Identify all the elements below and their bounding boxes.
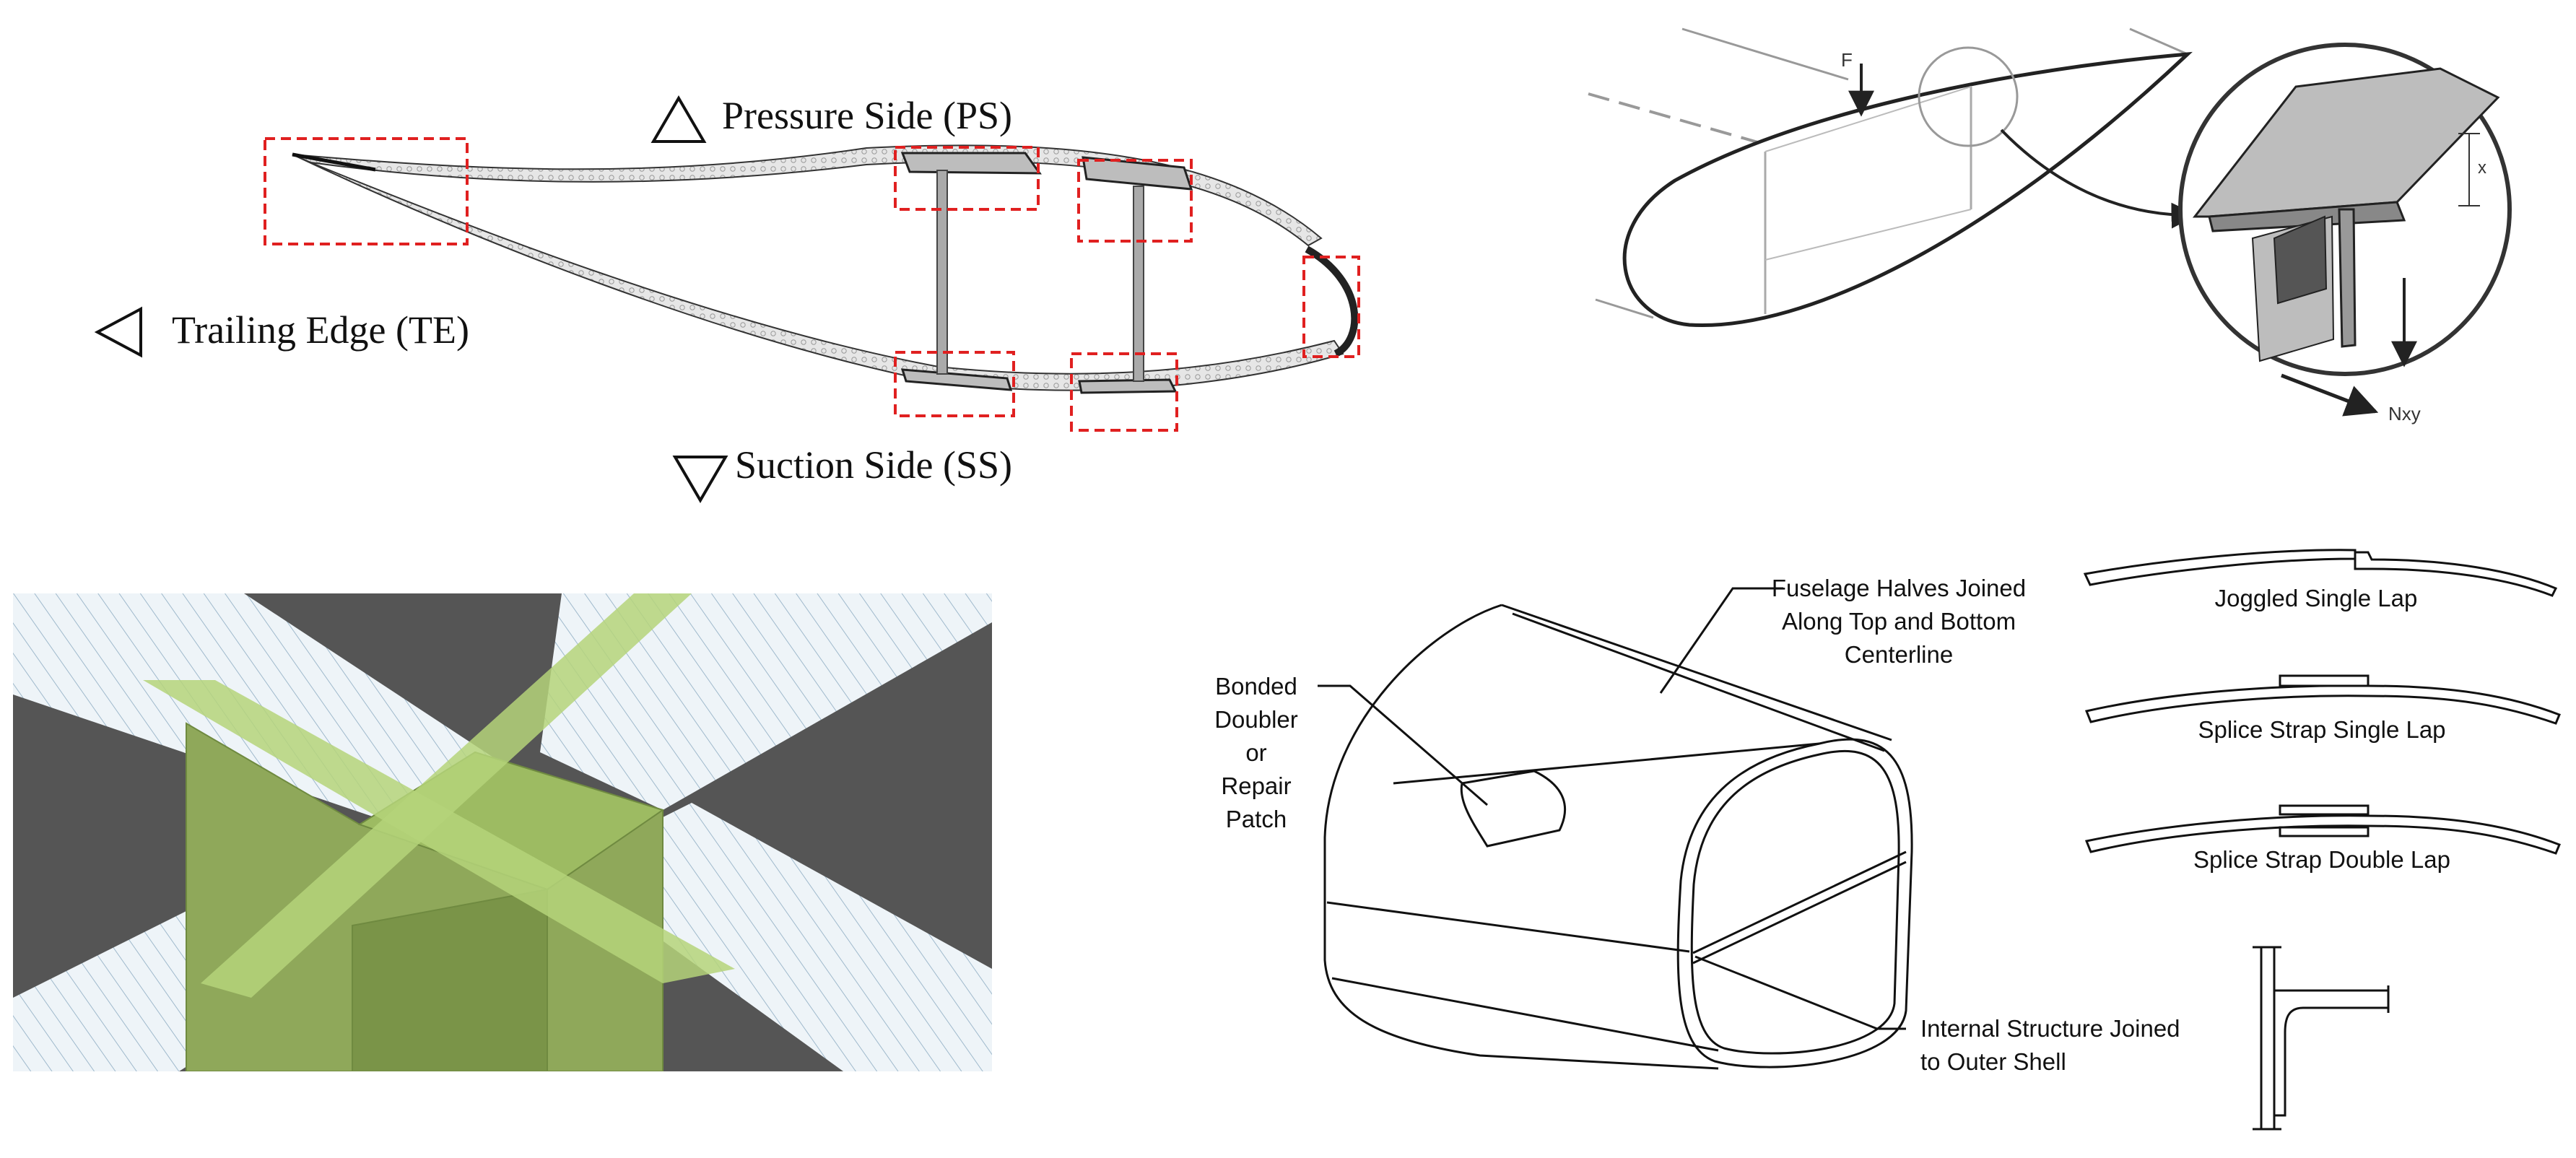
joint-types-panel (2083, 549, 2561, 1131)
triangle-down-icon (672, 456, 728, 503)
leader-patch (1318, 684, 1488, 806)
force-label: F (1841, 49, 1853, 71)
leader-internal (1694, 955, 1906, 1030)
patch-label-2: Doubler (1214, 706, 1298, 733)
splice-single-strap (2279, 674, 2370, 687)
fuselage-top-line (1501, 604, 1892, 741)
span-dash-top (2129, 27, 2188, 56)
splice-double-sheet (2084, 814, 2561, 855)
triangle-up-icon (650, 95, 707, 143)
highlight-ss-cap-1 (894, 351, 1015, 417)
fuselage-panel (1318, 587, 1913, 1070)
top-joint-label-1: Fuselage Halves Joined (1772, 575, 2026, 601)
spar-cap-ss-2 (1078, 378, 1178, 394)
spar-cap-ps-2 (1082, 156, 1193, 191)
span-dash-lower (1595, 298, 1654, 319)
joggled-lap-right (2354, 551, 2558, 597)
patch-label-5: Patch (1226, 806, 1287, 832)
wing-airfoil-outline (1622, 51, 2193, 328)
top-joint-label-3: Centerline (1845, 641, 1953, 668)
splice-double-strap-bottom (2279, 826, 2370, 837)
t-joint-skin (2260, 947, 2276, 1129)
patch-label-4: Repair (1221, 772, 1291, 799)
top-joint-label-2: Along Top and Bottom (1782, 608, 2016, 635)
chord-line-lower (1765, 209, 1972, 261)
airfoil-lower-skin (292, 154, 1344, 391)
green-flange-diagonal-2 (201, 593, 692, 998)
fuselage-end-frame (1676, 738, 1913, 1068)
highlight-leading-edge (1302, 256, 1360, 358)
fuselage-outline (1323, 604, 1719, 1070)
fuselage-top-line-2 (1512, 612, 1885, 752)
detail-circle-small (1918, 46, 2019, 147)
splice-single-sheet (2084, 684, 2561, 725)
t-joint-flange (2274, 989, 2390, 1117)
body-line-2 (1331, 977, 1719, 1052)
leading-edge-nose (1305, 245, 1359, 357)
cruciform-joint-panel (13, 593, 992, 1071)
shear-flow-label: Nxy (2388, 403, 2421, 425)
spar-cap-ps-1 (900, 152, 1042, 175)
leader-top-joint (1659, 587, 1783, 694)
dimension-label: x (2478, 158, 2486, 178)
highlight-ps-cap-2 (1077, 159, 1193, 243)
panel-top-right (540, 593, 992, 810)
splice-double-label: Splice Strap Double Lap (2193, 846, 2450, 873)
patch-label-1: Bonded (1215, 673, 1297, 700)
triangle-left-icon (94, 306, 142, 358)
patch-label-3: or (1245, 739, 1266, 766)
pressure-side-label: Pressure Side (PS) (722, 94, 1012, 137)
highlight-trailing-edge (264, 137, 469, 245)
joggled-label: Joggled Single Lap (2215, 585, 2418, 611)
internal-label-2: to Outer Shell (1920, 1048, 2066, 1075)
wing-section-panel: F x Nxy (1588, 27, 2512, 425)
suction-side-label: Suction Side (SS) (735, 443, 1012, 487)
joint-labels: Joggled Single Lap Splice Strap Single L… (2193, 585, 2450, 873)
panel-bottom-right (562, 803, 992, 1071)
floor-line-2 (1692, 861, 1907, 965)
joggled-lap-left (2083, 549, 2357, 586)
stiffener-detail (2192, 67, 2500, 362)
repair-patch (1460, 770, 1566, 848)
airfoil-panel: Pressure Side (PS) Trailing Edge (TE) Su… (94, 94, 1360, 503)
splice-single-label: Splice Strap Single Lap (2198, 716, 2445, 743)
trailing-edge-tip (292, 152, 376, 172)
body-line-1 (1326, 901, 1690, 953)
shear-web-1 (936, 170, 948, 375)
spar-cap-ss-1 (900, 368, 1013, 391)
span-dash-upper-2 (1681, 27, 1849, 81)
trailing-edge-label: Trailing Edge (TE) (172, 308, 469, 352)
shear-web-2 (1133, 186, 1144, 382)
highlight-ps-cap-1 (894, 146, 1040, 211)
body-line-3 (1393, 742, 1820, 785)
shear-arrow (2281, 373, 2379, 417)
floor-line-1 (1692, 850, 1907, 954)
fuselage-labels: Fuselage Halves Joined Along Top and Bot… (1214, 575, 2180, 1075)
green-flange-diagonal-1 (143, 680, 735, 983)
splice-double-strap-top (2279, 804, 2370, 816)
highlight-ss-cap-2 (1070, 352, 1178, 432)
fuselage-end-frame-inner (1690, 750, 1900, 1055)
airfoil-upper-skin (292, 144, 1323, 247)
chord-line-upper (1765, 86, 1972, 152)
callout-arrow (2000, 129, 2198, 229)
internal-label-1: Internal Structure Joined (1920, 1015, 2180, 1042)
